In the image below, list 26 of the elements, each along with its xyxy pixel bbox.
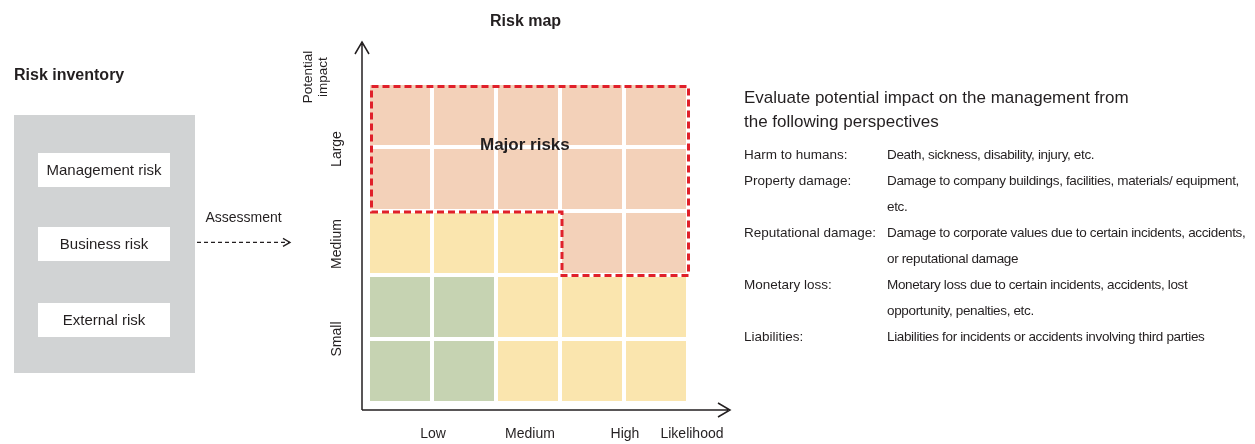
list-item: Business risk xyxy=(38,227,170,261)
axis-tick-label: High xyxy=(609,425,641,441)
table-cell-description: Death, sickness, disability, injury, etc. xyxy=(887,146,1096,164)
table-cell-term: Property damage: xyxy=(744,172,853,190)
arrow xyxy=(196,237,291,248)
table-cell-term: Monetary loss: xyxy=(744,276,833,294)
section-heading: Risk inventory xyxy=(14,66,125,84)
list-item: External risk xyxy=(38,303,170,337)
axis-tick-label: Medium xyxy=(328,218,344,271)
table-cell-description: Damage to corporate values due to certain incidents, accidents, or reputational damage xyxy=(887,224,1247,268)
table-cell-term: Reputational damage: xyxy=(744,224,878,242)
axis-title: Likelihood xyxy=(659,425,725,441)
list-item: Management risk xyxy=(38,153,170,187)
table-cell-term: Harm to humans: xyxy=(744,146,849,164)
chart-title: Risk map xyxy=(490,12,562,30)
table-cell-term: Liabilities: xyxy=(744,328,805,346)
description-heading: Evaluate potential impact on the management from the following perspectives xyxy=(744,87,1130,133)
axis-title: Potential impact xyxy=(300,49,330,106)
axis-tick-label: Small xyxy=(328,320,344,359)
axis-tick-label: Medium xyxy=(504,425,556,441)
table-cell-description: Monetary loss due to certain incidents, accidents, lost opportunity, penalties, etc. xyxy=(887,276,1189,320)
axis-tick-label: Low xyxy=(419,425,447,441)
region-label: Major risks xyxy=(480,135,570,155)
axis-tick-label: Large xyxy=(328,130,344,169)
table-cell-description: Damage to company buildings, facilities, materials/ equipment, etc. xyxy=(887,172,1240,216)
table-cell-description: Liabilities for incidents or accidents involving third parties xyxy=(887,328,1206,346)
